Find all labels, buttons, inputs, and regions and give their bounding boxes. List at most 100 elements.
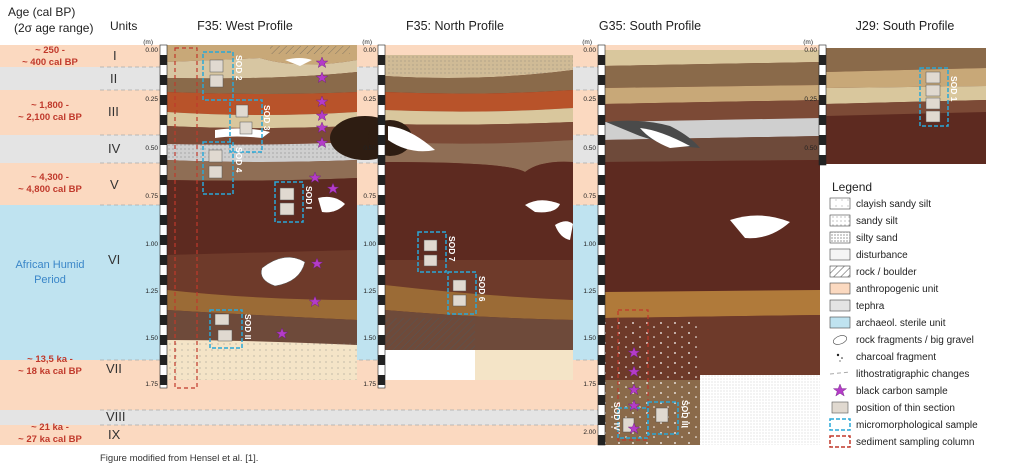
depth-tick: 0.00: [145, 47, 158, 54]
charcoal-icon: [836, 353, 843, 362]
depth-tick: 0.50: [145, 145, 158, 152]
sample-label-sodIV: SOD IV: [612, 402, 622, 431]
depth-tick: 1.00: [583, 241, 596, 248]
meter-label-north: (m): [362, 39, 372, 46]
depth-tick: 0.75: [363, 193, 376, 200]
depth-tick: 1.00: [363, 241, 376, 248]
depth-tick: 1.75: [145, 381, 158, 388]
unit-label-IV: IV: [108, 141, 121, 156]
legend: clayish sandy silt sandy silt silty sand…: [829, 197, 978, 448]
depth-tick: 1.50: [145, 335, 158, 342]
age-label-2b: ~ 2,100 cal BP: [18, 112, 82, 123]
age-label-5a: ~ 21 ka -: [31, 422, 69, 433]
profile-f35-north: (m) 0.00 0.25 0.50 0.75 1.00 1.25 1.50 1…: [362, 39, 573, 389]
profile-title-j29-south: J29: South Profile: [856, 19, 955, 33]
depth-tick: 0.00: [363, 47, 376, 54]
depth-tick: 0.75: [583, 193, 596, 200]
star-icon: [832, 383, 848, 397]
age-label-2a: ~ 1,800 -: [31, 100, 69, 111]
meter-label-j29: (m): [803, 39, 813, 46]
depth-tick: 0.00: [583, 47, 596, 54]
sample-label-sodIII: SOD III: [680, 400, 690, 428]
depth-tick: 0.00: [804, 47, 817, 54]
unit-label-I: I: [113, 48, 117, 63]
lithostratigraphic-line-icon: [829, 371, 851, 375]
depth-tick: 0.50: [583, 145, 596, 152]
age-label-4b: ~ 18 ka cal BP: [18, 366, 82, 377]
legend-item-rock-fragments: rock fragments / big gravel: [856, 335, 974, 346]
legend-background: [822, 178, 1032, 460]
sample-label-sod6: SOD 6: [477, 276, 487, 302]
rock-fragment-icon: [832, 335, 848, 345]
unit-label-IX: IX: [108, 427, 121, 442]
age-label-1a: ~ 250 -: [35, 45, 65, 56]
depth-tick: 0.25: [145, 96, 158, 103]
micromorph-samples: SOD 2 SOD 3 SOD 4 SOD I SOD II SOD 7 SOD…: [202, 51, 959, 439]
humid-period-label-b: Period: [34, 274, 66, 286]
legend-item-anthropogenic: anthropogenic unit: [856, 284, 939, 295]
depth-tick: 0.25: [363, 96, 376, 103]
depth-tick: 1.75: [583, 381, 596, 388]
sample-label-sod4: SOD 4: [234, 147, 244, 173]
legend-item-tephra: tephra: [856, 301, 885, 312]
depth-tick: 0.25: [583, 96, 596, 103]
unit-numerals: I II III IV V VI VII VIII IX: [106, 48, 126, 442]
profile-title-g35-south: G35: South Profile: [599, 19, 701, 33]
age-label-3a: ~ 4,300 -: [31, 172, 69, 183]
depth-tick: 1.00: [145, 241, 158, 248]
age-label-4a: ~ 13,5 ka -: [27, 354, 73, 365]
depth-tick: 1.50: [363, 335, 376, 342]
age-labels: ~ 250 - ~ 400 cal BP ~ 1,800 - ~ 2,100 c…: [15, 45, 84, 445]
legend-item-thin-section: position of thin section: [856, 403, 955, 414]
depth-tick: 0.25: [804, 96, 817, 103]
depth-tick: 2.00: [583, 429, 596, 436]
legend-item-rock-boulder: rock / boulder: [856, 267, 917, 278]
depth-tick: 0.50: [363, 145, 376, 152]
figure-caption: Figure modified from Hensel et al. [1].: [100, 453, 258, 464]
profile-g35-south: (m) 0.00 0.25 0.50 0.75 1.00 1.25 1.50 1…: [582, 39, 820, 446]
sample-label-sod2: SOD 2: [234, 55, 244, 81]
unit-label-III: III: [108, 104, 119, 119]
sample-label-sod7: SOD 7: [447, 236, 457, 262]
depth-tick: 1.50: [583, 335, 596, 342]
legend-item-silty-sand: silty sand: [856, 233, 898, 244]
sample-label-sod3: SOD 3: [262, 105, 272, 131]
depth-tick: 1.25: [363, 288, 376, 295]
meter-label-west: (m): [143, 39, 153, 46]
legend-item-sandy-silt: sandy silt: [856, 216, 898, 227]
depth-tick: 1.25: [583, 288, 596, 295]
legend-item-clayish-sandy-silt: clayish sandy silt: [856, 199, 931, 210]
depth-tick: 0.75: [145, 193, 158, 200]
black-carbon-stars: [275, 56, 641, 434]
depth-tick: 0.50: [804, 145, 817, 152]
depth-tick: 1.25: [145, 288, 158, 295]
age-label-1b: ~ 400 cal BP: [22, 57, 78, 68]
sample-label-sodI: SOD I: [304, 186, 314, 209]
units-column-title: Units: [110, 19, 137, 33]
unit-label-VI: VI: [108, 252, 120, 267]
legend-item-sediment-column: sediment sampling column: [856, 437, 974, 448]
age-column-title: Age (cal BP): [8, 5, 75, 19]
profile-title-f35-west: F35: West Profile: [197, 19, 293, 33]
unit-label-II: II: [110, 71, 117, 86]
age-label-3b: ~ 4,800 cal BP: [18, 184, 82, 195]
legend-item-micromorph: micromorphological sample: [856, 420, 978, 431]
unit-label-VII: VII: [106, 361, 122, 376]
legend-item-lithostratigraphic: lithostratigraphic changes: [856, 369, 969, 380]
legend-item-sterile: archaeol. sterile unit: [856, 318, 946, 329]
legend-item-disturbance: disturbance: [856, 250, 908, 261]
depth-tick: 1.75: [363, 381, 376, 388]
age-label-5b: ~ 27 ka cal BP: [18, 434, 82, 445]
legend-title: Legend: [832, 180, 872, 194]
age-column-subtitle: (2σ age range): [14, 21, 93, 35]
sample-label-sodII: SOD II: [243, 314, 253, 340]
profile-j29-south: (m) 0.00 0.25 0.50: [803, 39, 986, 166]
profile-title-f35-north: F35: North Profile: [406, 19, 504, 33]
humid-period-label-a: African Humid: [15, 259, 84, 271]
unit-label-VIII: VIII: [106, 409, 126, 424]
unit-label-V: V: [110, 177, 119, 192]
sample-label-sod1: SOD 1: [949, 76, 959, 102]
legend-item-black-carbon: black carbon sample: [856, 386, 948, 397]
legend-item-charcoal: charcoal fragment: [856, 352, 936, 363]
